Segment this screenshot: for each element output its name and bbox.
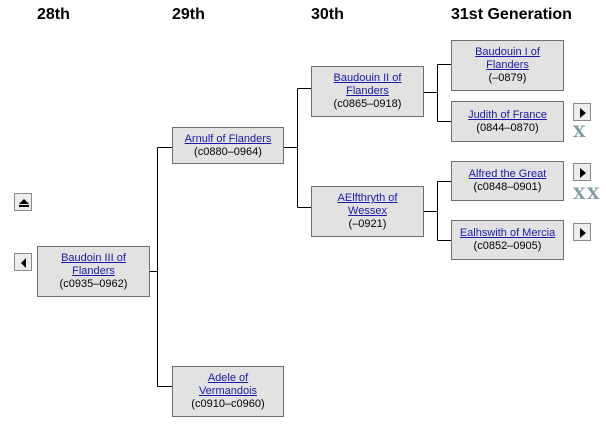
person-dates-ealhswith: (c0852–0905)	[473, 240, 542, 252]
no-ancestors-x-mark: X	[573, 184, 586, 203]
expand-judith-button[interactable]	[573, 103, 591, 121]
no-ancestors-x-mark: X	[573, 122, 586, 141]
person-dates-arnulf: (c0880–0964)	[194, 145, 262, 158]
no-ancestors-x-mark: X	[587, 184, 600, 203]
navigate-left-button[interactable]	[14, 253, 32, 271]
person-dates-alfred: (c0848–0901)	[473, 181, 542, 193]
person-link-judith[interactable]: Judith of France	[468, 108, 547, 121]
person-box-arnulf: Arnulf of Flanders (c0880–0964)	[172, 127, 284, 164]
header-gen-28: 28th	[37, 6, 70, 23]
person-link-alfred[interactable]: Alfred the Great	[468, 168, 547, 180]
person-dates-adele: (c0910–c0960)	[191, 398, 265, 410]
person-link-ealhswith[interactable]: Ealhswith of Mercia	[459, 227, 556, 239]
arrow-right-icon	[580, 108, 586, 118]
person-link-arnulf[interactable]: Arnulf of Flanders	[184, 132, 272, 145]
person-dates-judith: (0844–0870)	[476, 121, 539, 134]
person-dates-aelfthryth: (–0921)	[348, 218, 387, 230]
person-dates-baudouin-ii: (c0865–0918)	[333, 98, 402, 110]
person-dates-baudouin-i: (–0879)	[488, 72, 527, 84]
arrow-right-icon	[580, 168, 586, 178]
arrow-right-icon	[580, 228, 586, 238]
expand-ealhswith-button[interactable]	[573, 223, 591, 241]
navigate-up-button[interactable]	[14, 193, 32, 211]
expand-alfred-button[interactable]	[573, 163, 591, 181]
eject-up-icon	[19, 199, 29, 207]
header-gen-30: 30th	[311, 6, 344, 23]
person-dates-baudoin-iii: (c0935–0962)	[59, 278, 128, 290]
header-gen-29: 29th	[172, 6, 205, 23]
arrow-left-icon	[21, 258, 26, 268]
person-box-alfred: Alfred the Great (c0848–0901)	[451, 161, 564, 201]
person-box-judith: Judith of France (0844–0870)	[451, 101, 564, 142]
header-gen-31: 31st Generation	[451, 6, 572, 23]
person-box-ealhswith: Ealhswith of Mercia (c0852–0905)	[451, 220, 564, 260]
